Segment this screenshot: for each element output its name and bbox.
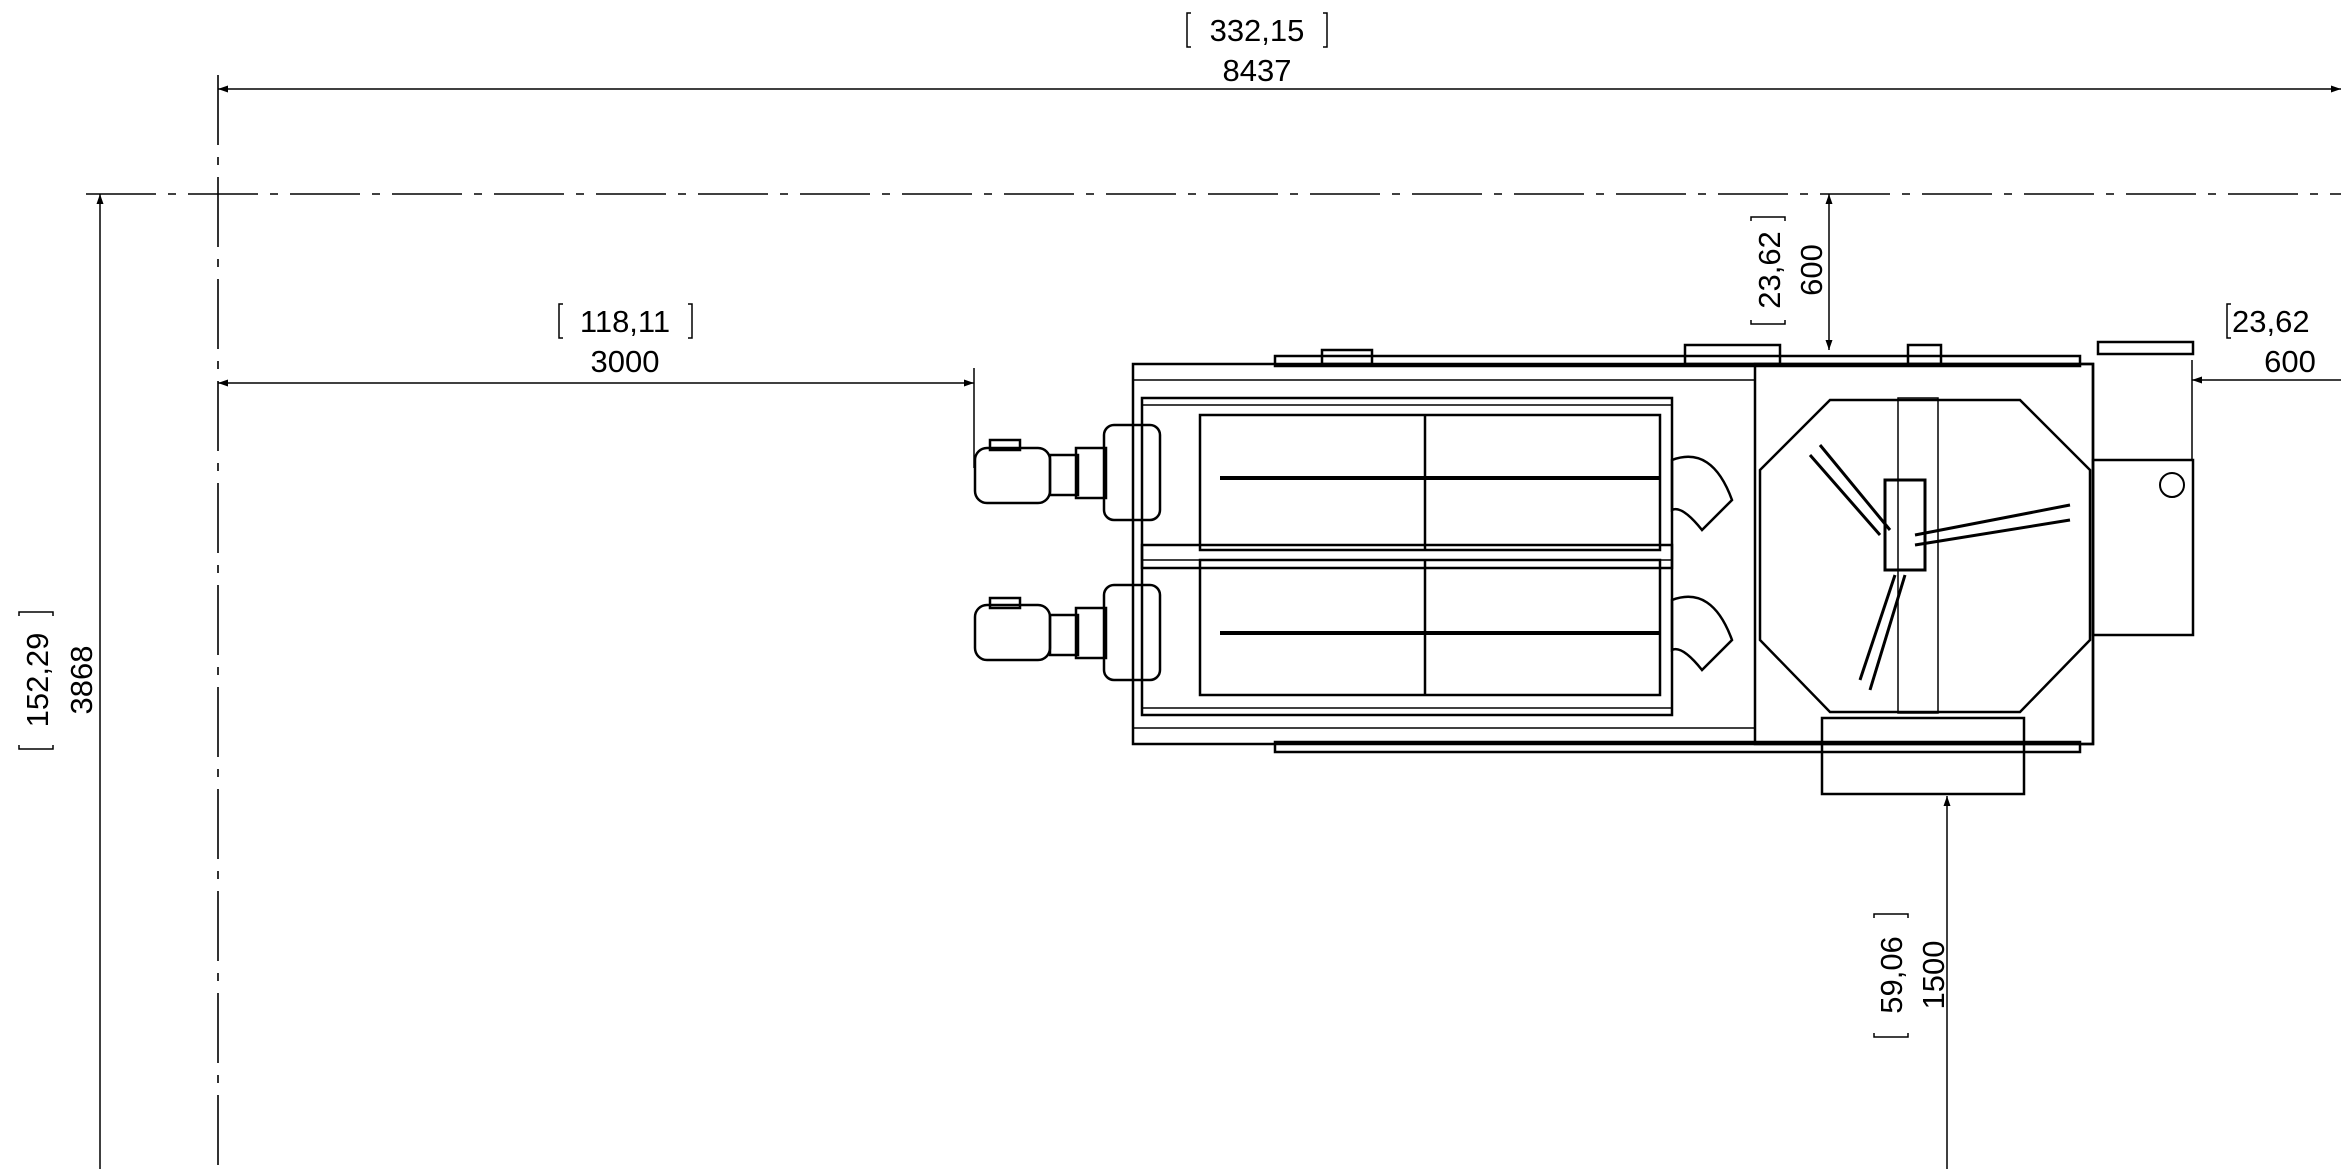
dim-top-clearance-mm: 600 (1794, 244, 1829, 296)
dim-bottom-clearance: 59,06 1500 (1873, 796, 1951, 1169)
dim-bottom-clearance-inch: 59,06 (1874, 936, 1909, 1014)
dim-right-clearance: 23,62 600 (2191, 303, 2341, 460)
dim-top-clearance: 23,62 600 (1750, 194, 1833, 350)
dim-total-height: 152,29 3868 (18, 194, 104, 1169)
dim-top-clearance-inch: 23,62 (1752, 231, 1787, 309)
outlet-box (1820, 716, 2026, 796)
dim-total-width: 332,15 8437 (218, 12, 2341, 93)
dim-total-width-mm: 8437 (1223, 53, 1292, 88)
octagon-tank (1753, 362, 2095, 746)
drive-motor-top (973, 423, 1162, 522)
dim-total-height-mm: 3868 (64, 646, 99, 715)
lower-trough (1140, 543, 1674, 717)
machine-assembly (973, 340, 2195, 796)
dim-total-width-inch: 332,15 (1210, 13, 1305, 48)
dim-right-clearance-inch: 23,62 (2232, 304, 2310, 339)
dim-right-clearance-mm: 600 (2264, 344, 2316, 379)
dim-left-clearance-inch: 118,11 (580, 304, 670, 339)
upper-trough (1140, 396, 1674, 570)
dim-total-height-inch: 152,29 (20, 633, 55, 728)
boundary-lines (86, 75, 2341, 1169)
dim-bottom-clearance-mm: 1500 (1916, 941, 1951, 1010)
dim-left-clearance: 118,11 3000 (218, 303, 975, 468)
frame-outline (1131, 362, 2095, 746)
side-box (2091, 458, 2195, 637)
drive-motor-bottom (973, 583, 1162, 682)
dim-left-clearance-mm: 3000 (591, 344, 660, 379)
